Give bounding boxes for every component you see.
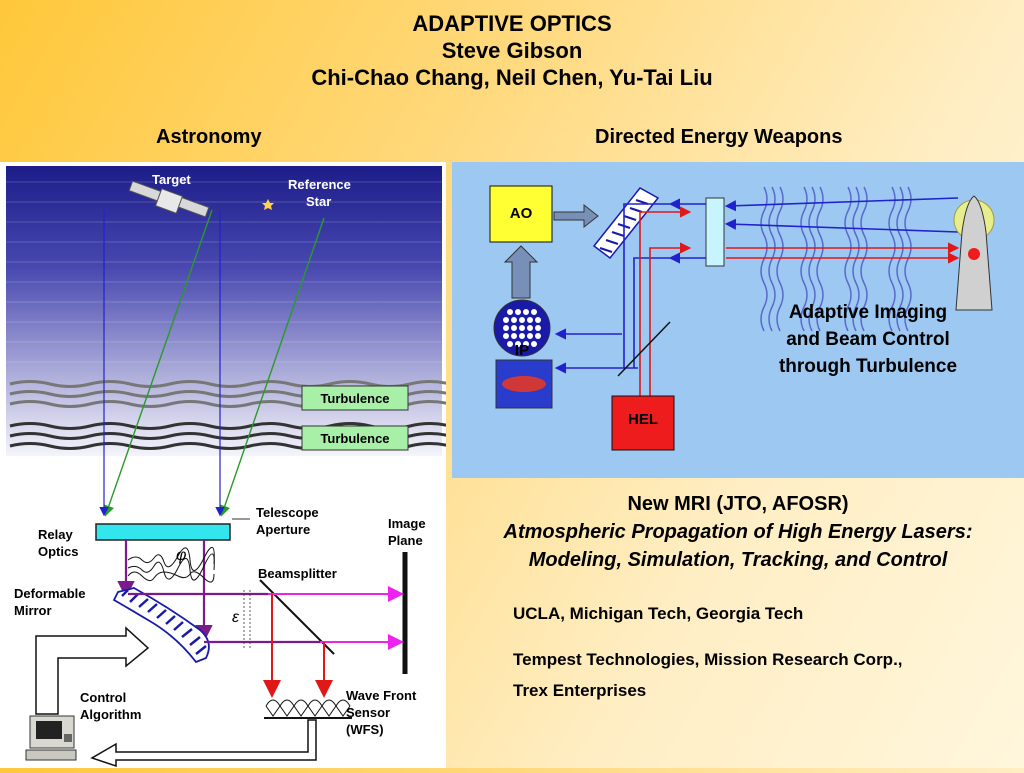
wfs-lenslet-array — [264, 699, 352, 719]
dew-window — [705, 197, 725, 267]
deformable-mirror — [112, 587, 210, 664]
section-heading-astronomy: Astronomy — [156, 126, 262, 148]
slide-title: ADAPTIVE OPTICS — [412, 11, 612, 36]
title-block: ADAPTIVE OPTICS Steve Gibson Chi-Chao Ch… — [0, 10, 1024, 91]
dew-beamsplitter — [617, 321, 671, 377]
coauthors: Chi-Chao Chang, Neil Chen, Yu-Tai Liu — [311, 65, 713, 90]
phi-symbol: φ — [176, 547, 186, 564]
arrow-ao-to-dm — [553, 203, 599, 229]
turbulence-box-1 — [301, 385, 409, 411]
missile-icon — [953, 195, 995, 311]
dew-caption-2: and Beam Control — [786, 329, 950, 350]
dew-turbulence-lines — [760, 186, 912, 332]
dew-svg: AO IP — [452, 162, 1024, 478]
astronomy-svg: Target Reference Star Turbulence Turbule… — [6, 166, 451, 768]
ao-label: AO — [510, 205, 533, 222]
deformable-mirror-label-2: Mirror — [14, 603, 52, 618]
reference-star-label-2: Star — [306, 194, 331, 209]
control-algorithm-label-1: Control — [80, 690, 126, 705]
feedback-arrow-to-computer — [90, 719, 317, 768]
dew-diagram: AO IP — [452, 162, 1024, 478]
target-label: Target — [152, 172, 191, 187]
wfs-label-2: Sensor — [346, 705, 390, 720]
astronomy-diagram: Target Reference Star Turbulence Turbule… — [0, 162, 451, 768]
affiliation-line-1: UCLA, Michigan Tech, Georgia Tech — [513, 604, 804, 623]
section-heading-dew: Directed Energy Weapons — [595, 126, 843, 148]
hel-label: HEL — [628, 411, 658, 428]
dew-caption-3: through Turbulence — [779, 356, 957, 377]
wfs-label-3: (WFS) — [346, 722, 384, 737]
dew-red-beams — [639, 206, 960, 398]
control-arrow-to-mirror — [35, 626, 150, 715]
telescope-aperture — [95, 523, 231, 541]
mri-block: New MRI (JTO, AFOSR) Atmospheric Propaga… — [452, 490, 1024, 574]
satellite-icon — [128, 180, 210, 218]
mri-subtitle-2: Modeling, Simulation, Tracking, and Cont… — [528, 549, 948, 571]
mri-heading: New MRI (JTO, AFOSR) — [627, 493, 849, 515]
sky-bands — [6, 181, 442, 363]
control-algorithm-label-2: Algorithm — [80, 707, 141, 722]
ao-box — [489, 185, 553, 243]
sky-background — [6, 166, 442, 456]
telescope-label-2: Aperture — [256, 522, 310, 537]
turbulence-label-2: Turbulence — [320, 431, 389, 446]
affiliation-line-3: Trex Enterprises — [513, 681, 647, 700]
computer-icon — [25, 715, 77, 761]
dew-caption-1: Adaptive Imaging — [789, 302, 947, 323]
relay-optics-label-2: Optics — [38, 544, 78, 559]
mri-subtitle-1: Atmospheric Propagation of High Energy L… — [503, 521, 973, 543]
turbulence-box-2 — [301, 425, 409, 451]
deformable-mirror-label-1: Deformable — [14, 586, 86, 601]
wavefront-squiggles — [127, 547, 215, 583]
dew-blue-beams — [554, 197, 959, 374]
wfs-label-1: Wave Front — [346, 688, 417, 703]
telescope-label-1: Telescope — [256, 505, 319, 520]
image-plane-label-1: Image — [388, 516, 426, 531]
ip-lenslet-grid — [493, 299, 551, 357]
beamsplitter-label: Beamsplitter — [258, 566, 337, 581]
epsilon-symbol: ε — [232, 609, 240, 626]
arrow-ip-to-ao — [503, 245, 539, 299]
reference-star-label-1: Reference — [288, 177, 351, 192]
green-ray-star — [219, 217, 325, 517]
affiliation-line-2: Tempest Technologies, Mission Research C… — [513, 650, 903, 669]
turbulence-label-1: Turbulence — [320, 391, 389, 406]
green-ray-target — [103, 209, 213, 517]
ip-image-target — [502, 376, 546, 392]
image-plane-label-2: Plane — [388, 533, 423, 548]
reference-star-icon — [262, 199, 274, 210]
ip-label: IP — [515, 342, 529, 359]
relay-optics-label-1: Relay — [38, 527, 73, 542]
hel-box — [611, 395, 675, 451]
presenter-name: Steve Gibson — [441, 38, 583, 63]
